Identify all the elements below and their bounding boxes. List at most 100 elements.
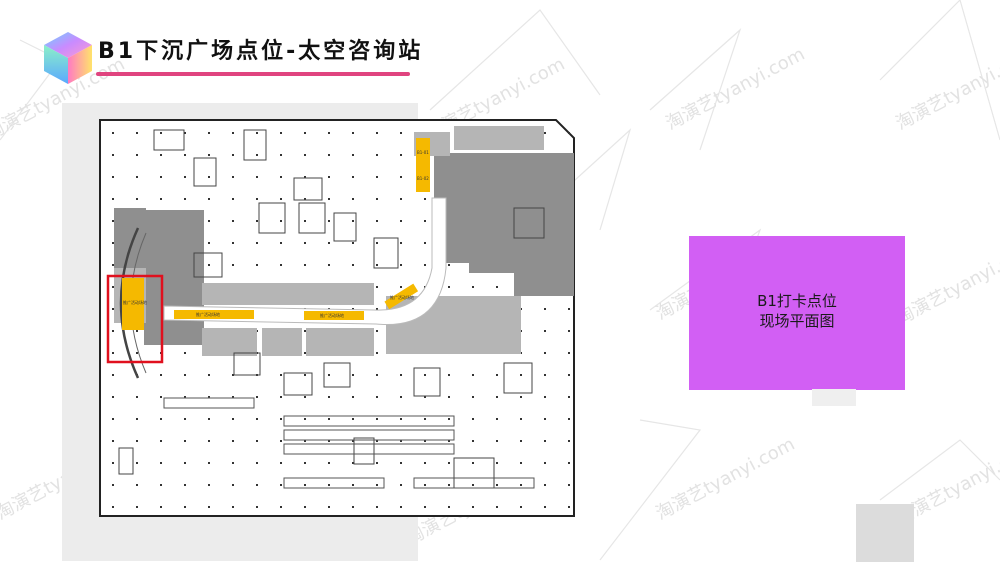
column-dot (424, 506, 426, 508)
column-dot (568, 352, 570, 354)
column-dot (256, 440, 258, 442)
column-dot (544, 396, 546, 398)
note-card-text: B1打卡点位 现场平面图 (689, 291, 905, 331)
promo-corridor-3 (384, 283, 419, 310)
column-dot (256, 462, 258, 464)
column-dot (280, 440, 282, 442)
column-dot (496, 484, 498, 486)
column-dot (376, 220, 378, 222)
column-dot (136, 418, 138, 420)
column-dot (400, 220, 402, 222)
shop-block (202, 283, 262, 305)
highlight-label: 推广活动场地 (123, 299, 147, 305)
column-dot (136, 154, 138, 156)
column-dot (520, 396, 522, 398)
column-dot (280, 484, 282, 486)
cube-logo-icon (44, 32, 92, 84)
column-dot (184, 396, 186, 398)
kiosk-area-1 (416, 138, 430, 166)
column-dot (112, 176, 114, 178)
column-dot (400, 286, 402, 288)
column-dot (424, 462, 426, 464)
unit (298, 202, 326, 234)
column-dot (112, 374, 114, 376)
anchor-stores (114, 153, 574, 345)
column-dot (304, 154, 306, 156)
column-dot (328, 418, 330, 420)
column-dot (208, 418, 210, 420)
column-dot (208, 242, 210, 244)
column-dot (136, 132, 138, 134)
column-dot (208, 154, 210, 156)
column-dot (208, 440, 210, 442)
unit (243, 129, 267, 161)
column-dot (256, 132, 258, 134)
column-dot (112, 132, 114, 134)
unit (153, 129, 185, 151)
column-dot (376, 198, 378, 200)
column-dot (424, 396, 426, 398)
column-dot (568, 374, 570, 376)
column-dot (448, 506, 450, 508)
slide-title: B1下沉广场点位-太空咨询站 (98, 39, 424, 64)
column-dot (520, 484, 522, 486)
column-dot (160, 462, 162, 464)
column-dot (184, 440, 186, 442)
column-dot (136, 462, 138, 464)
column-dot (376, 264, 378, 266)
column-dot (256, 264, 258, 266)
unit (333, 212, 357, 242)
kiosk-area-2 (416, 166, 430, 192)
column-dot (160, 176, 162, 178)
column-dot (256, 396, 258, 398)
column-dot (448, 484, 450, 486)
column-dot (184, 198, 186, 200)
column-dot (280, 264, 282, 266)
column-dot (376, 132, 378, 134)
column-dot (568, 484, 570, 486)
column-dot (256, 198, 258, 200)
column-dot (160, 418, 162, 420)
column-dot (352, 484, 354, 486)
column-dot (328, 396, 330, 398)
column-dot (448, 440, 450, 442)
column-dot (376, 286, 378, 288)
column-dot (160, 484, 162, 486)
corridor-label: 推广活动场地 (390, 294, 414, 300)
column-dot (208, 484, 210, 486)
column-dot (136, 176, 138, 178)
column-dot (232, 396, 234, 398)
column-dot (328, 132, 330, 134)
watermark-text: 淘演艺tyanyi.com (652, 434, 798, 525)
title-underline (96, 72, 410, 76)
column-dot (568, 462, 570, 464)
column-dot (568, 132, 570, 134)
column-dot (160, 198, 162, 200)
unit (293, 177, 323, 201)
column-dot (376, 506, 378, 508)
highlight-area-fill (122, 278, 144, 330)
column-dot (232, 176, 234, 178)
kiosk-label: B1-02 (417, 176, 429, 181)
column-dot (136, 506, 138, 508)
column-dot (280, 132, 282, 134)
column-dot (544, 330, 546, 332)
column-dot (208, 506, 210, 508)
unit (233, 352, 261, 376)
unit (258, 202, 286, 234)
column-dot (520, 418, 522, 420)
column-dot (112, 242, 114, 244)
note-line-1: B1打卡点位 (757, 292, 837, 310)
column-dot (352, 242, 354, 244)
column-dot (400, 418, 402, 420)
column-dot (328, 220, 330, 222)
column-dot (208, 176, 210, 178)
column-dot (544, 506, 546, 508)
column-dot (400, 374, 402, 376)
promo-corridor-2 (304, 311, 364, 320)
column-dot (112, 440, 114, 442)
column-dot (328, 198, 330, 200)
column-dot (280, 418, 282, 420)
column-dot (112, 352, 114, 354)
column-dot (472, 462, 474, 464)
